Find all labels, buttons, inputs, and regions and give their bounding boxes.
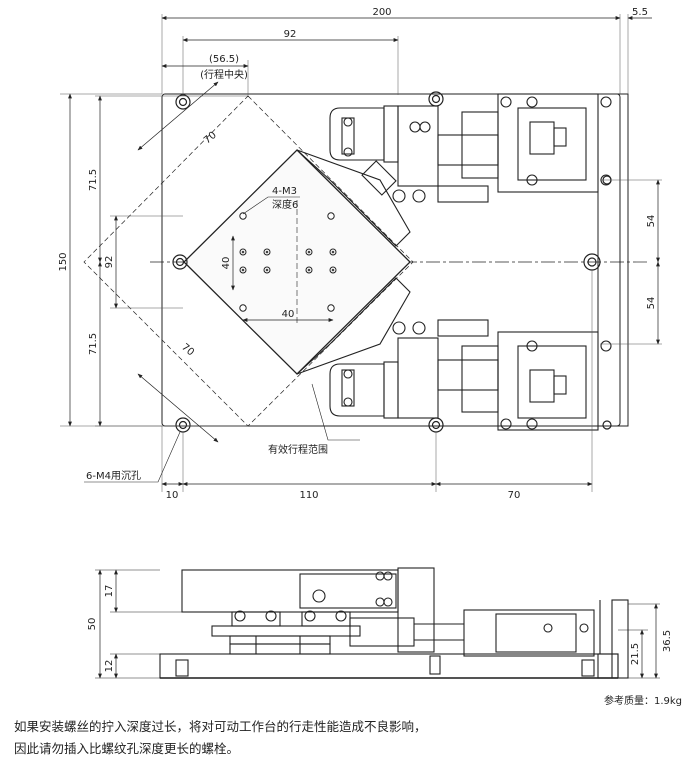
side-base bbox=[159, 653, 619, 679]
side-view bbox=[159, 567, 629, 679]
dim-center-offset-note: (行程中央) bbox=[200, 68, 248, 81]
dim-hole-pitch-h: 40 bbox=[282, 309, 295, 320]
dim-side-pitch-bottom: 54 bbox=[646, 297, 657, 310]
side-dimensions bbox=[95, 569, 660, 679]
rotary-table bbox=[183, 149, 411, 375]
dim-side-base: 12 bbox=[104, 660, 115, 673]
dim-half-height-top: 71.5 bbox=[88, 169, 99, 191]
dim-bottom-right: 70 bbox=[508, 490, 521, 501]
dim-diag-top: 70 bbox=[202, 130, 219, 147]
label-tap-depth: 深度6 bbox=[272, 198, 298, 211]
reference-weight: 参考质量：1.9kg bbox=[603, 696, 682, 707]
installation-note: 如果安装螺丝的拧入深度过长，将对可动工作台的行走性能造成不良影响， 因此请勿插入… bbox=[14, 716, 694, 760]
top-view bbox=[60, 14, 662, 492]
dim-total-height: 150 bbox=[58, 252, 69, 271]
dim-side-h1: 21.5 bbox=[630, 643, 641, 665]
upper-actuator bbox=[296, 93, 612, 247]
label-counterbore: 6-M4用沉孔 bbox=[86, 469, 141, 482]
side-dimension-text: 50 17 12 21.5 36.5 bbox=[87, 585, 673, 673]
lower-actuator bbox=[296, 277, 612, 431]
side-table bbox=[181, 569, 399, 613]
dim-bottom-mid: 110 bbox=[299, 490, 318, 501]
dim-side-total: 50 bbox=[87, 618, 98, 631]
base-step bbox=[597, 93, 629, 427]
dim-hole-span: 92 bbox=[284, 29, 297, 40]
dim-bottom-left: 10 bbox=[166, 490, 179, 501]
dim-side-pitch-top: 54 bbox=[646, 215, 657, 228]
dim-center-offset: (56.5) bbox=[209, 54, 239, 65]
dim-half-height-bottom: 71.5 bbox=[88, 333, 99, 355]
dim-side-h2: 36.5 bbox=[662, 630, 673, 652]
dim-hole-pitch-v: 40 bbox=[221, 257, 232, 270]
technical-drawing: 200 5.5 92 (56.5) (行程中央) 70 70 150 71.5 … bbox=[58, 7, 673, 679]
dim-diag-bottom: 70 bbox=[179, 342, 196, 359]
dim-overall-width: 200 bbox=[372, 7, 391, 18]
dim-right-offset: 5.5 bbox=[632, 7, 648, 18]
dim-inner-height: 92 bbox=[104, 256, 115, 269]
note-line-2: 因此请勿插入比螺纹孔深度更长的螺栓。 bbox=[14, 741, 240, 756]
table-holes bbox=[239, 212, 337, 312]
top-dimensions bbox=[68, 16, 660, 486]
label-tap-holes: 4-M3 bbox=[272, 186, 297, 197]
top-dimension-text: 200 5.5 92 (56.5) (行程中央) 70 70 150 71.5 … bbox=[58, 7, 657, 501]
dim-side-top: 17 bbox=[104, 585, 115, 598]
base-plate bbox=[161, 93, 621, 427]
note-line-1: 如果安装螺丝的拧入深度过长，将对可动工作台的行走性能造成不良影响， bbox=[14, 719, 427, 734]
label-stroke-range: 有效行程范围 bbox=[268, 443, 328, 456]
